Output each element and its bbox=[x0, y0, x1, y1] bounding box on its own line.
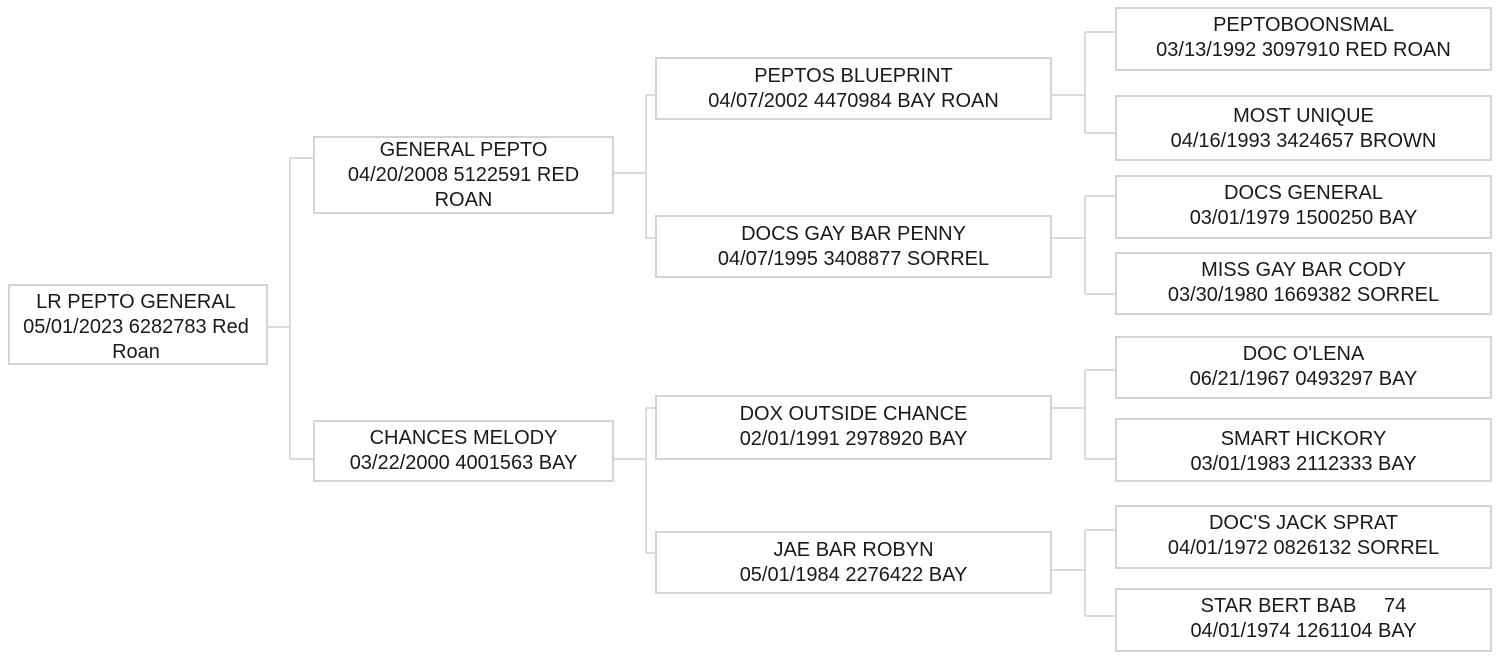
horse-name: DOCS GAY BAR PENNY bbox=[741, 223, 966, 245]
pedigree-node-sire-dam-sire: DOCS GENERAL 03/01/1979 1500250 BAY bbox=[1115, 175, 1492, 239]
pedigree-node-dam-sire-sire: DOC O'LENA 06/21/1967 0493297 BAY bbox=[1115, 336, 1492, 399]
pedigree-node-dam-sire-dam: SMART HICKORY 03/01/1983 2112333 BAY bbox=[1115, 418, 1492, 482]
horse-details: 03/01/1979 1500250 BAY bbox=[1189, 207, 1418, 229]
horse-name: LR PEPTO GENERAL bbox=[36, 291, 236, 313]
pedigree-node-sire-sire-dam: MOST UNIQUE 04/16/1993 3424657 BROWN bbox=[1115, 95, 1492, 161]
pedigree-node-dam-sire: DOX OUTSIDE CHANCE 02/01/1991 2978920 BA… bbox=[655, 395, 1052, 460]
horse-details: 04/20/2008 5122591 RED bbox=[347, 164, 580, 186]
horse-name: MOST UNIQUE bbox=[1233, 105, 1374, 127]
horse-details: 04/01/1974 1261104 BAY bbox=[1190, 620, 1417, 642]
pedigree-node-dam-dam-dam: STAR BERT BAB 74 04/01/1974 1261104 BAY bbox=[1115, 588, 1492, 652]
pedigree-node-dam: CHANCES MELODY 03/22/2000 4001563 BAY bbox=[313, 420, 614, 482]
horse-details: 02/01/1991 2978920 BAY bbox=[739, 428, 968, 450]
pedigree-node-dam-dam-sire: DOC'S JACK SPRAT 04/01/1972 0826132 SORR… bbox=[1115, 505, 1492, 569]
pedigree-node-sire-dam-dam: MISS GAY BAR CODY 03/30/1980 1669382 SOR… bbox=[1115, 252, 1492, 315]
horse-name: PEPTOBOONSMAL bbox=[1213, 14, 1394, 36]
horse-name: PEPTOS BLUEPRINT bbox=[754, 65, 953, 87]
horse-details: 04/16/1993 3424657 BROWN bbox=[1170, 130, 1437, 152]
horse-name: SMART HICKORY bbox=[1220, 428, 1387, 450]
horse-name: DOC'S JACK SPRAT bbox=[1208, 512, 1399, 534]
horse-name: DOC O'LENA bbox=[1242, 343, 1365, 365]
horse-details: 04/07/2002 4470984 BAY ROAN bbox=[708, 90, 999, 112]
horse-name: MISS GAY BAR CODY bbox=[1201, 259, 1406, 281]
horse-details: 03/13/1992 3097910 RED ROAN bbox=[1156, 39, 1451, 61]
horse-details: 05/01/1984 2276422 BAY bbox=[739, 564, 968, 586]
horse-name: GENERAL PEPTO bbox=[379, 139, 548, 161]
horse-name: STAR BERT BAB 74 bbox=[1200, 595, 1407, 617]
horse-name: DOCS GENERAL bbox=[1224, 182, 1383, 204]
pedigree-node-dam-dam: JAE BAR ROBYN 05/01/1984 2276422 BAY bbox=[655, 531, 1052, 594]
horse-details: 03/01/1983 2112333 BAY bbox=[1190, 453, 1417, 475]
horse-details: 05/01/2023 6282783 Red bbox=[23, 316, 249, 338]
pedigree-node-sire: GENERAL PEPTO 04/20/2008 5122591 RED ROA… bbox=[313, 136, 614, 214]
horse-details: 04/01/1972 0826132 SORREL bbox=[1167, 537, 1440, 559]
horse-name: JAE BAR ROBYN bbox=[773, 539, 934, 561]
horse-details: 04/07/1995 3408877 SORREL bbox=[717, 248, 990, 270]
horse-details-continued: Roan bbox=[112, 341, 160, 363]
horse-details: 03/30/1980 1669382 SORREL bbox=[1167, 284, 1440, 306]
horse-details: 03/22/2000 4001563 BAY bbox=[349, 452, 578, 474]
horse-name: CHANCES MELODY bbox=[369, 427, 558, 449]
horse-details: 06/21/1967 0493297 BAY bbox=[1189, 368, 1418, 390]
pedigree-node-sire-dam: DOCS GAY BAR PENNY 04/07/1995 3408877 SO… bbox=[655, 215, 1052, 278]
horse-name: DOX OUTSIDE CHANCE bbox=[739, 403, 968, 425]
pedigree-node-sire-sire-sire: PEPTOBOONSMAL 03/13/1992 3097910 RED ROA… bbox=[1115, 7, 1492, 71]
horse-details-continued: ROAN bbox=[434, 189, 493, 211]
pedigree-node-subject: LR PEPTO GENERAL 05/01/2023 6282783 Red … bbox=[8, 284, 268, 365]
pedigree-node-sire-sire: PEPTOS BLUEPRINT 04/07/2002 4470984 BAY … bbox=[655, 57, 1052, 120]
